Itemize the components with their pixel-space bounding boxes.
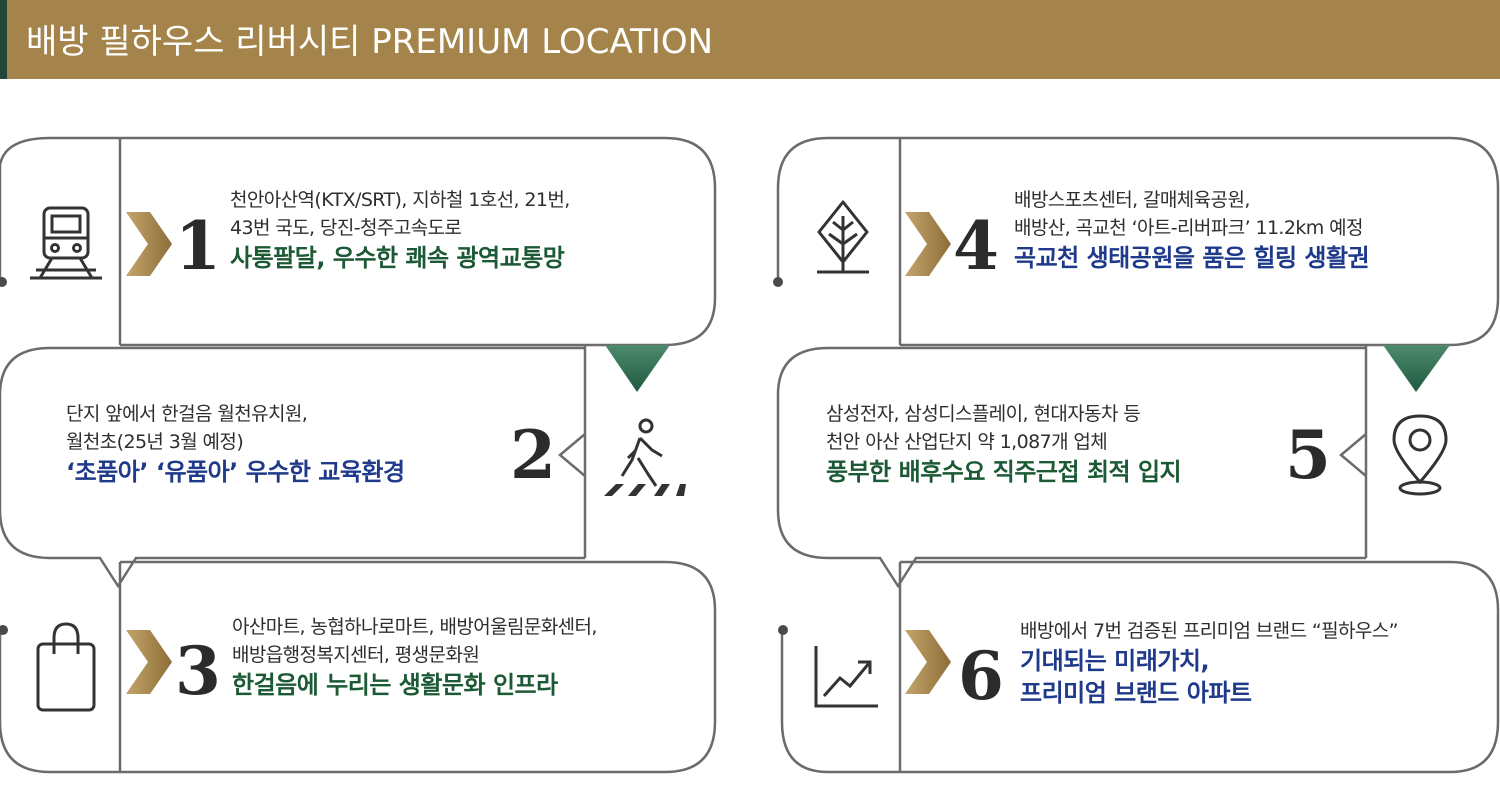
item-1-highlight: 사통팔달, 우수한 쾌속 광역교통망 [230,244,565,272]
item-6-highlight: 기대되는 미래가치, [1020,647,1210,675]
item-3-number: 3 [175,632,221,710]
item-4-line2: 배방산, 곡교천 ‘아트-리버파크’ 11.2km 예정 [1014,217,1363,239]
item-4-line1: 배방스포츠센터, 갈매체육공원, [1014,189,1250,211]
item-5-number: 5 [1285,416,1331,494]
item-2-text: 단지 앞에서 한걸음 월천유치원, 월천초(25년 3월 예정) ‘초품아’ ‘… [66,400,405,488]
header-bar: 배방 필하우스 리버시티 PREMIUM LOCATION [0,0,1500,79]
item-5-text: 삼성전자, 삼성디스플레이, 현대자동차 등 천안 아산 산업단지 약 1,08… [826,400,1182,488]
train-icon [30,206,102,280]
item-2-line1: 단지 앞에서 한걸음 월천유치원, [66,403,308,425]
item-2-line2: 월천초(25년 3월 예정) [66,431,244,453]
item-5-line2: 천안 아산 산업단지 약 1,087개 업체 [826,431,1108,453]
item-6-number: 6 [958,637,1004,715]
card-1-outline [0,136,717,347]
item-3-highlight: 한걸음에 누리는 생활문화 인프라 [232,671,558,699]
item-2-highlight: ‘초품아’ ‘유품아’ 우수한 교육환경 [66,458,405,486]
item-3-line2: 배방읍행정복지센터, 평생문화원 [232,644,480,666]
shopping-bag-icon [36,622,96,712]
item-6-highlight2: 프리미엄 브랜드 아파트 [1020,679,1252,707]
item-3-text: 아산마트, 농협하나로마트, 배방어울림문화센터, 배방읍행정복지센터, 평생문… [232,613,597,701]
item-4-number: 4 [953,207,999,285]
growth-chart-icon [814,646,878,708]
location-pin-icon [1392,414,1448,496]
item-5-highlight: 풍부한 배후수요 직주근접 최적 입지 [826,458,1182,486]
item-1-line2: 43번 국도, 당진-청주고속도로 [230,217,462,239]
item-4-text: 배방스포츠센터, 갈매체육공원, 배방산, 곡교천 ‘아트-리버파크’ 11.2… [1014,186,1370,274]
page-title: 배방 필하우스 리버시티 PREMIUM LOCATION [26,22,714,62]
pedestrian-crossing-icon [604,418,686,496]
item-6-text: 배방에서 7번 검증된 프리미엄 브랜드 “필하우스” 기대되는 미래가치, 프… [1020,617,1399,709]
item-2-number: 2 [510,416,556,494]
item-4-highlight: 곡교천 생태공원을 품은 힐링 생활권 [1014,244,1370,272]
item-5-line1: 삼성전자, 삼성디스플레이, 현대자동차 등 [826,403,1141,425]
item-3-line1: 아산마트, 농협하나로마트, 배방어울림문화센터, [232,616,597,638]
header-accent [0,0,7,79]
item-6-line1: 배방에서 7번 검증된 프리미엄 브랜드 “필하우스” [1020,620,1399,642]
tree-icon [817,200,869,274]
item-1-text: 천안아산역(KTX/SRT), 지하철 1호선, 21번, 43번 국도, 당진… [230,186,570,274]
item-1-line1: 천안아산역(KTX/SRT), 지하철 1호선, 21번, [230,189,570,211]
item-1-number: 1 [175,207,221,285]
